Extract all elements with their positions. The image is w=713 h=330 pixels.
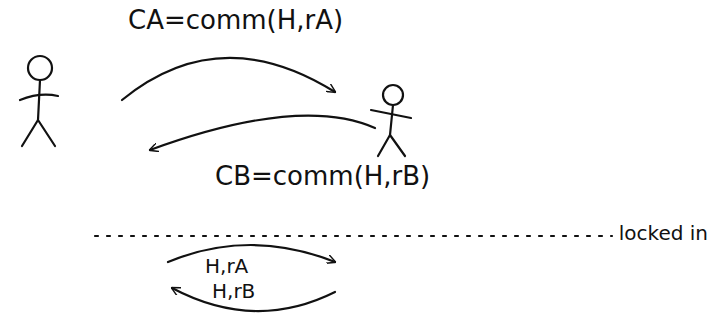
message-arrow bbox=[122, 58, 335, 100]
reveal-label: H,rB bbox=[212, 280, 255, 303]
commitment-label: CB=comm(H,rB) bbox=[215, 162, 430, 192]
person-body bbox=[38, 80, 40, 120]
person-arms bbox=[371, 110, 411, 118]
reveal-arrow bbox=[168, 245, 335, 262]
person-legs bbox=[22, 120, 55, 146]
message-arrow bbox=[150, 116, 375, 150]
reveal-label: H,rA bbox=[205, 255, 248, 278]
person-head bbox=[28, 56, 52, 80]
person-legs bbox=[378, 135, 405, 156]
person-arms bbox=[20, 95, 58, 100]
dashed-divider bbox=[95, 235, 612, 237]
phase-note: locked in bbox=[619, 222, 708, 245]
commitment-label: CA=comm(H,rA) bbox=[128, 6, 343, 36]
person-body bbox=[390, 105, 393, 135]
person-head bbox=[383, 85, 403, 105]
